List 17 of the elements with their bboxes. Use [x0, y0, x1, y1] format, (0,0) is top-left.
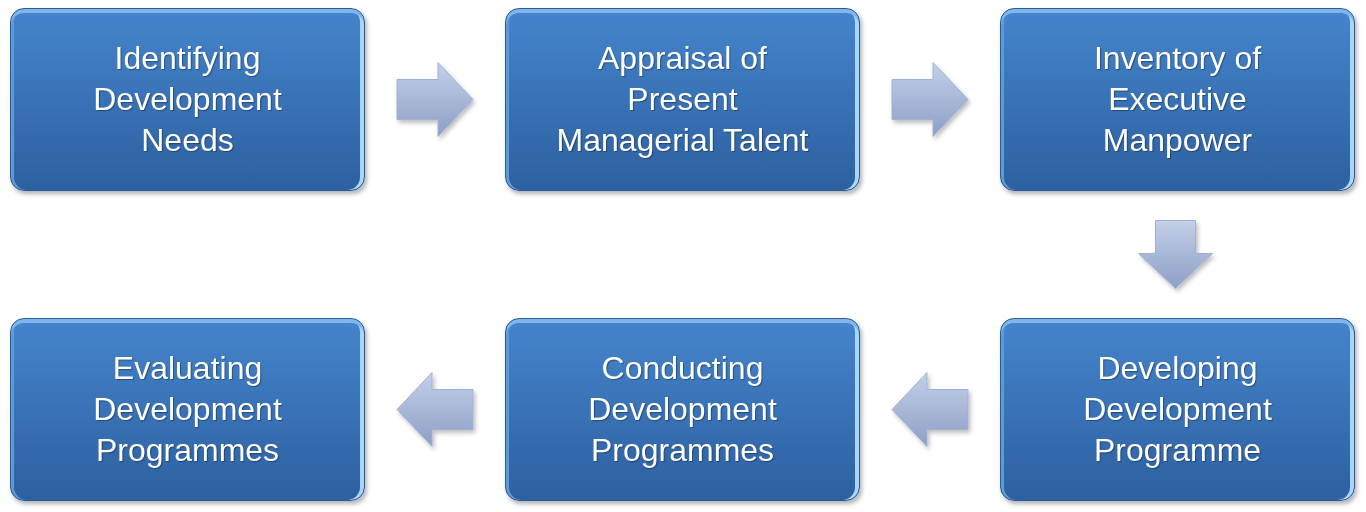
- process-box: [505, 318, 860, 501]
- block-arrow: [396, 372, 474, 447]
- box-label: Conducting Development Programmes: [587, 349, 778, 470]
- box-label: Appraisal of Present Managerial Talent: [555, 39, 810, 160]
- box-label: Identifying Development Needs: [92, 39, 283, 160]
- process-box: [505, 8, 860, 191]
- block-arrow: [891, 372, 969, 447]
- box-label: Inventory of Executive Manpower: [1092, 39, 1263, 160]
- block-arrow: [891, 62, 969, 137]
- process-box: [1000, 8, 1355, 191]
- block-arrow: [1138, 220, 1213, 289]
- box-label: Developing Development Programme: [1082, 349, 1273, 470]
- process-box: [10, 8, 365, 191]
- process-box: [1000, 318, 1355, 501]
- block-arrow: [396, 62, 474, 137]
- process-box: [10, 318, 365, 501]
- box-label: Evaluating Development Programmes: [92, 349, 283, 470]
